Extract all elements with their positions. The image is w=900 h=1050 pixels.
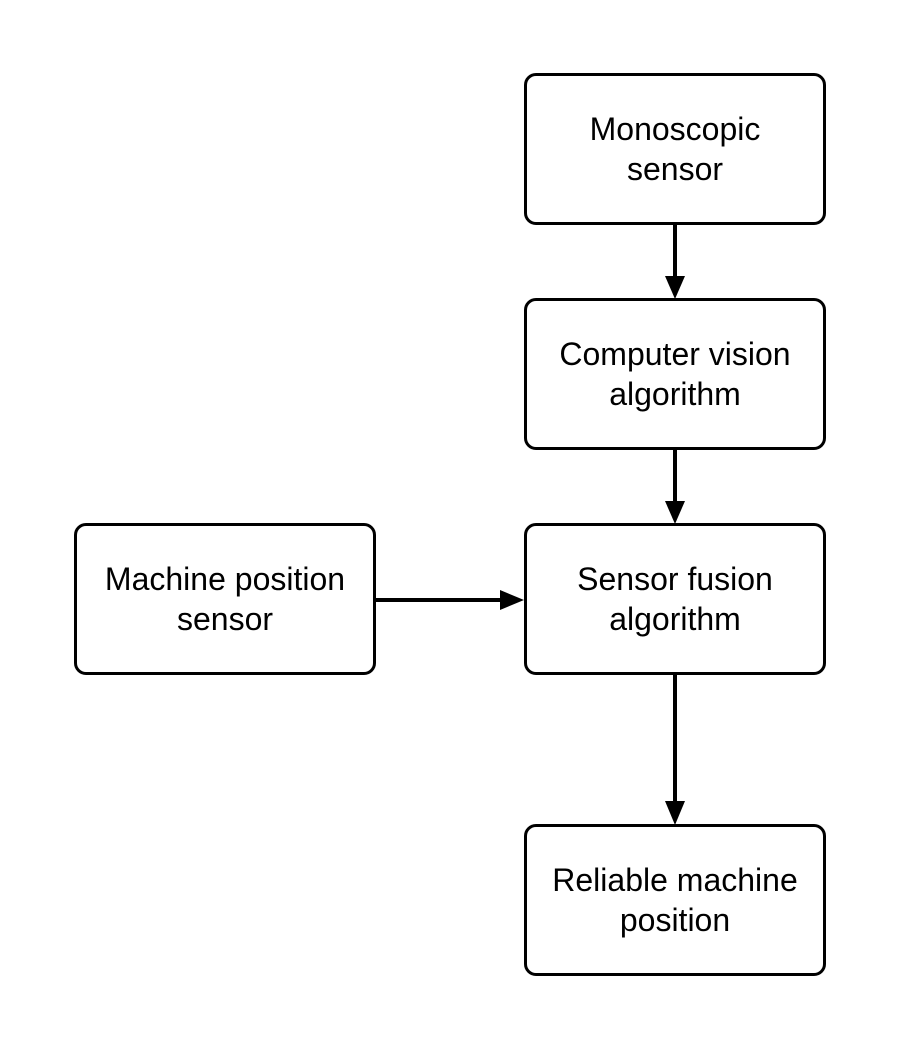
- node-label-line: algorithm: [609, 601, 741, 637]
- node-label-line: position: [619, 902, 731, 938]
- node-label-line: Computer vision: [559, 336, 791, 372]
- node-computer-vision-algorithm: Computer vision algorithm: [524, 298, 826, 450]
- arrow-monoscopic-to-computer-vision: [665, 225, 685, 299]
- arrow-computer-vision-to-sensor-fusion: [665, 450, 685, 524]
- node-label-line: Machine position: [104, 561, 346, 597]
- node-label-line: Sensor fusion: [577, 561, 773, 597]
- node-label-line: algorithm: [609, 376, 741, 412]
- node-label-line: sensor: [626, 151, 724, 187]
- node-monoscopic-sensor: Monoscopic sensor: [524, 73, 826, 225]
- node-machine-position-sensor: Machine position sensor: [74, 523, 376, 675]
- node-sensor-fusion-algorithm: Sensor fusion algorithm: [524, 523, 826, 675]
- node-label-line: Reliable machine: [552, 862, 798, 898]
- node-reliable-machine-position: Reliable machine position: [524, 824, 826, 976]
- arrow-machine-position-to-sensor-fusion: [376, 590, 524, 610]
- node-label-line: sensor: [176, 601, 274, 637]
- node-label-line: Monoscopic: [589, 111, 761, 147]
- arrow-sensor-fusion-to-reliable-position: [665, 675, 685, 825]
